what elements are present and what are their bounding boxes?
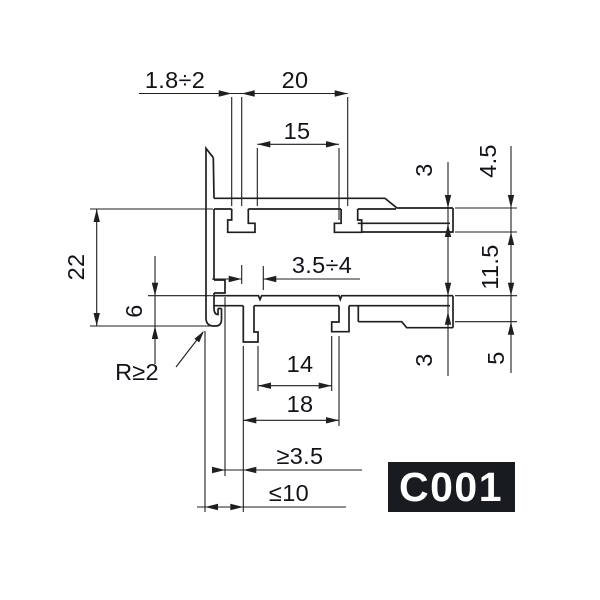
dimension-foot-width: ≤10 [197,331,346,512]
dimension-top-flange-rebate: 3 [411,162,452,376]
profile-outline [205,145,454,343]
drawing-code-label: C001 [399,464,503,510]
side-wall-height-label: 22 [63,254,89,281]
lower-right-hook [330,305,350,333]
dimension-channel-gap: 11.5 [477,244,515,296]
upper-flange [357,208,454,233]
dimension-side-wall-height: 22 [63,208,216,327]
bottom-flange-height-label: 5 [483,351,509,364]
dimension-bottom-channel-opening: 14 [257,336,333,391]
top-flange-height-label: 4.5 [475,144,501,178]
wall-foot-height-label: 6 [121,304,147,317]
dimension-top-flange-height: 4.5 [455,144,517,373]
dimension-bottom-flange-height: 5 [483,321,515,365]
wall-inner-edge [213,209,226,294]
top-flange-rebate-label: 3 [411,163,437,176]
bottom-flange-rebate-label: 3 [411,353,437,366]
top-wall-thickness-label: 1.8÷2 [145,67,205,93]
lower-flange [357,295,454,329]
wall-tab-edge [212,157,215,199]
top-channel-width-label: 20 [282,67,309,93]
dimension-top-channel-width: 20 [282,67,349,206]
drawing-code-background [388,462,515,512]
dimension-wall-foot-height: 6 [121,256,213,364]
dimension-bottom-flange-rebate: 3 [411,282,452,367]
lower-arm-top [214,294,453,303]
upper-right-hook [333,209,363,234]
lower-glass-gap-label: ≥3.5 [277,443,324,469]
foot-width-label: ≤10 [269,480,309,506]
wall-foot-hook [213,293,222,316]
top-channel-opening-label: 15 [284,118,311,144]
lower-left-hook [242,305,259,343]
dimension-lower-glass-gap: ≥3.5 [212,297,362,476]
bottom-channel-opening-label: 14 [287,351,314,377]
dimension-top-channel-opening: 15 [256,118,340,220]
bottom-channel-width-label: 18 [287,391,314,417]
dimension-bottom-channel-width: 18 [242,336,340,512]
foot-radius-label: R≥2 [115,359,159,385]
channel-gap-label: 11.5 [477,244,503,289]
upper-left-hook [226,209,256,234]
dimension-upper-glass-gap: 3.5÷4 [212,252,360,290]
top-arm [214,197,453,209]
drawing-code-badge: C001 [388,462,515,512]
dimension-foot-radius: R≥2 [115,331,204,385]
dimension-annotations: 1.8÷2 20 15 3.5÷4 22 [63,67,517,512]
upper-glass-gap-label: 3.5÷4 [292,252,352,278]
dimension-top-wall-thickness: 1.8÷2 [139,67,348,206]
